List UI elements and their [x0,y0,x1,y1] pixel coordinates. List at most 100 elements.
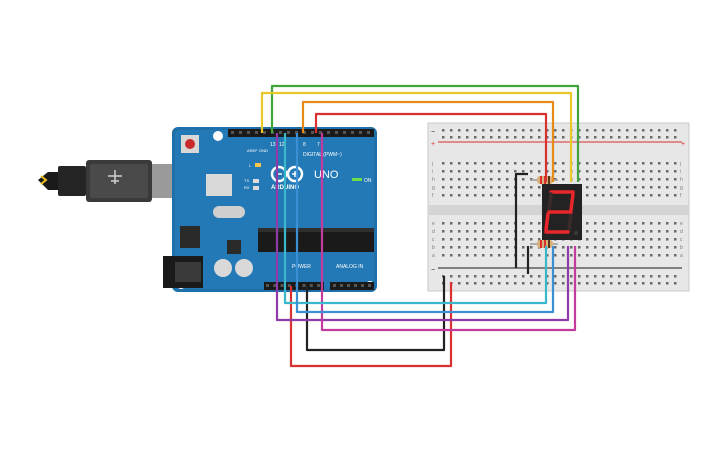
breadboard-hole[interactable] [450,275,453,278]
breadboard-hole[interactable] [546,129,549,132]
breadboard-hole[interactable] [442,178,445,181]
breadboard-hole[interactable] [562,170,565,173]
breadboard-hole[interactable] [554,162,557,165]
breadboard-hole[interactable] [610,282,613,285]
wire-cyan[interactable] [283,133,548,305]
breadboard-hole[interactable] [642,194,645,197]
breadboard-hole[interactable] [618,238,621,241]
breadboard-hole[interactable] [450,230,453,233]
breadboard-hole[interactable] [554,129,557,132]
breadboard-hole[interactable] [466,238,469,241]
breadboard-hole[interactable] [578,129,581,132]
breadboard-hole[interactable] [650,246,653,249]
breadboard-hole[interactable] [482,170,485,173]
breadboard-hole[interactable] [610,170,613,173]
breadboard-hole[interactable] [530,129,533,132]
breadboard-hole[interactable] [554,170,557,173]
breadboard-hole[interactable] [666,136,669,139]
breadboard-hole[interactable] [458,222,461,225]
reset-button-cap[interactable] [185,139,195,149]
breadboard-hole[interactable] [666,178,669,181]
breadboard-hole[interactable] [674,238,677,241]
breadboard-hole[interactable] [514,136,517,139]
breadboard-hole[interactable] [554,136,557,139]
breadboard-hole[interactable] [482,230,485,233]
header-pin[interactable] [354,284,357,287]
breadboard-hole[interactable] [618,129,621,132]
breadboard-hole[interactable] [490,238,493,241]
breadboard-hole[interactable] [594,275,597,278]
breadboard-hole[interactable] [498,282,501,285]
breadboard-hole[interactable] [674,170,677,173]
breadboard-hole[interactable] [466,178,469,181]
breadboard-hole[interactable] [658,194,661,197]
analog-header[interactable] [330,282,374,290]
breadboard-hole[interactable] [650,238,653,241]
breadboard-hole[interactable] [666,246,669,249]
breadboard-hole[interactable] [498,254,501,257]
breadboard-hole[interactable] [674,194,677,197]
breadboard-hole[interactable] [586,129,589,132]
breadboard-hole[interactable] [474,275,477,278]
breadboard-hole[interactable] [610,254,613,257]
breadboard-hole[interactable] [562,282,565,285]
breadboard-hole[interactable] [458,246,461,249]
breadboard-hole[interactable] [586,230,589,233]
breadboard-hole[interactable] [626,230,629,233]
breadboard-hole[interactable] [466,246,469,249]
breadboard-hole[interactable] [506,238,509,241]
breadboard-hole[interactable] [458,254,461,257]
header-pin[interactable] [347,284,350,287]
resistor-bottom[interactable] [530,240,558,248]
breadboard-hole[interactable] [674,222,677,225]
breadboard-hole[interactable] [498,136,501,139]
usb-cable[interactable] [38,160,182,202]
breadboard-hole[interactable] [522,178,525,181]
power-pins[interactable] [266,284,371,287]
breadboard-hole[interactable] [658,178,661,181]
breadboard-hole[interactable] [634,136,637,139]
breadboard-hole[interactable] [674,162,677,165]
breadboard-hole[interactable] [482,238,485,241]
breadboard-hole[interactable] [506,162,509,165]
breadboard-hole[interactable] [642,136,645,139]
breadboard-hole[interactable] [498,275,501,278]
breadboard-hole[interactable] [538,282,541,285]
breadboard-hole[interactable] [458,170,461,173]
header-pin[interactable] [231,131,234,134]
breadboard-hole[interactable] [458,178,461,181]
breadboard-hole[interactable] [522,186,525,189]
breadboard-hole[interactable] [634,178,637,181]
header-pin[interactable] [335,131,338,134]
breadboard-hole[interactable] [506,136,509,139]
breadboard-hole[interactable] [530,194,533,197]
breadboard-hole[interactable] [490,170,493,173]
header-pin[interactable] [273,284,277,287]
breadboard-hole[interactable] [466,254,469,257]
breadboard-hole[interactable] [578,170,581,173]
arduino-board[interactable]: AREF GND 13 12 8 7 DIGITAL (PWM~) L TX R… [163,127,377,292]
breadboard-hole[interactable] [634,238,637,241]
breadboard-hole[interactable] [490,222,493,225]
breadboard-hole[interactable] [522,162,525,165]
breadboard-hole[interactable] [482,282,485,285]
breadboard-hole[interactable] [626,136,629,139]
breadboard-hole[interactable] [490,178,493,181]
breadboard-hole[interactable] [634,194,637,197]
breadboard-hole[interactable] [602,186,605,189]
breadboard-hole[interactable] [450,136,453,139]
breadboard-hole[interactable] [498,162,501,165]
breadboard-hole[interactable] [554,282,557,285]
breadboard-hole[interactable] [474,222,477,225]
breadboard-hole[interactable] [562,136,565,139]
breadboard-hole[interactable] [650,162,653,165]
breadboard-hole[interactable] [658,186,661,189]
breadboard-hole[interactable] [474,238,477,241]
header-pin[interactable] [303,131,306,134]
breadboard-hole[interactable] [538,230,541,233]
breadboard-hole[interactable] [522,194,525,197]
breadboard-hole[interactable] [642,162,645,165]
breadboard-hole[interactable] [618,178,621,181]
breadboard-hole[interactable] [658,222,661,225]
wire-orange[interactable] [301,100,555,182]
